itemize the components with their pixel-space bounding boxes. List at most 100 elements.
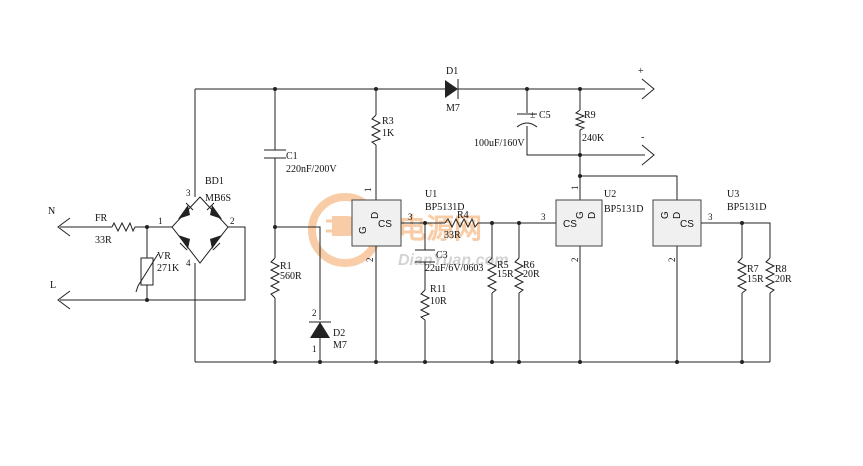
u1-pin3: 3 [408,212,413,222]
u3-g: G [660,211,671,219]
terminal-plus: + [638,66,655,100]
r4-ref: R4 [457,210,469,221]
r6-value: 20R [523,269,540,280]
junctions [145,87,744,364]
d2-pin1: 1 [312,344,317,354]
u2-part: BP5131D [604,204,643,215]
vr-ref: VR [157,251,171,262]
r11-ref: R11 [430,284,446,295]
r4-value: 33R [444,230,461,241]
resistor-r4: R4 33R [444,210,479,241]
bd1-pin4: 4 [186,258,191,268]
bd1-value: MB6S [205,193,231,204]
u3-body [652,199,702,247]
c1-value: 220nF/200V [286,164,337,175]
u3-pin3: 3 [708,212,713,222]
u2-d: D [587,212,598,219]
r1-value: 560R [280,271,302,282]
c5-ref: C5 [539,110,551,121]
r8-ref: R8 [775,264,787,275]
u1-part: BP5131D [425,202,464,213]
c3-ref: C3 [436,250,448,261]
resistor-r6: R6 20R [513,257,540,294]
resistor-r8: R8 20R [764,257,792,294]
c1-ref: C1 [286,151,298,162]
u3-d: D [672,212,683,219]
r5-ref: R5 [497,260,509,271]
r3-ref: R3 [382,116,394,127]
u1-ref: U1 [425,189,437,200]
r9-value: 240K [582,133,605,144]
resistor-r1: R1 560R [269,257,302,299]
terminal-minus: - [641,132,655,166]
ic-u3: CS G D U3 BP5131D 2 3 [652,189,766,263]
watermark: 电源网 DianYuan.com [308,193,509,269]
u1-cs: CS [378,219,392,230]
ic-u1: CS G D U1 BP5131D 1 2 3 [351,188,464,263]
r11-value: 10R [430,296,447,307]
diode-d2: D2 M7 2 1 [309,308,347,354]
resistor-fr: FR 33R [95,213,136,246]
watermark-brand: 电源网 [398,213,482,244]
bd1-pin1: 1 [158,216,163,226]
terminal-n: N [48,206,71,237]
terminal-l: L [50,280,71,310]
u2-pin1: 1 [570,186,580,191]
u3-part: BP5131D [727,202,766,213]
r5-value: 15R [497,269,514,280]
bd1-pin2: 2 [230,216,235,226]
terminal-n-label: N [48,206,55,217]
r3-value: 1K [382,128,395,139]
c5-value: 100uF/160V [474,138,525,149]
fr-value: 33R [95,235,112,246]
bd1-pin3: 3 [186,188,191,198]
terminal-minus-label: - [641,132,644,143]
u2-g: G [575,211,586,219]
d2-value: M7 [333,340,347,351]
fr-ref: FR [95,213,108,224]
u1-d: D [370,212,381,219]
u2-body [555,199,603,247]
bridge-bd1: BD1 MB6S 1 2 3 4 [158,176,235,268]
u1-pin2: 2 [365,258,375,263]
d2-ref: D2 [333,328,345,339]
r7-value: 15R [747,274,764,285]
u1-pin1: 1 [363,188,373,193]
u2-cs: CS [563,219,577,230]
resistor-r5: R5 15R [486,257,514,294]
u2-pin3: 3 [541,212,546,222]
resistor-r11: R11 10R [419,284,447,321]
resistor-r7: R7 15R [736,257,764,294]
resistor-r3: R3 1K [370,114,395,146]
watermark-site: DianYuan.com [398,252,509,269]
c5-pol: ± [530,110,536,121]
capacitor-c3: C3 22uF/6V/0603 [415,249,483,274]
c3-value: 22uF/6V/0603 [425,263,483,274]
r9-ref: R9 [584,110,596,121]
bd1-ref: BD1 [205,176,224,187]
ic-u2: CS G D U2 BP5131D 1 2 3 [541,186,643,263]
u3-cs: CS [680,219,694,230]
u1-body [351,199,402,247]
diode-d1: D1 M7 [445,66,460,114]
r8-value: 20R [775,274,792,285]
u3-ref: U3 [727,189,739,200]
u2-pin2: 2 [570,258,580,263]
terminal-l-label: L [50,280,56,291]
u1-g: G [358,226,369,234]
varistor-vr: VR 271K [135,251,180,293]
d2-pin2: 2 [312,308,317,318]
resistor-r9: R9 240K [574,109,605,144]
d1-value: M7 [446,103,460,114]
d1-ref: D1 [446,66,458,77]
r7-ref: R7 [747,264,759,275]
wires [60,88,771,363]
capacitor-c5: ± C5 100uF/160V [474,110,551,149]
capacitor-c1: C1 220nF/200V [264,149,337,175]
terminal-plus-label: + [638,66,644,77]
u3-pin2: 2 [667,258,677,263]
vr-value: 271K [157,263,180,274]
r1-ref: R1 [280,261,292,272]
